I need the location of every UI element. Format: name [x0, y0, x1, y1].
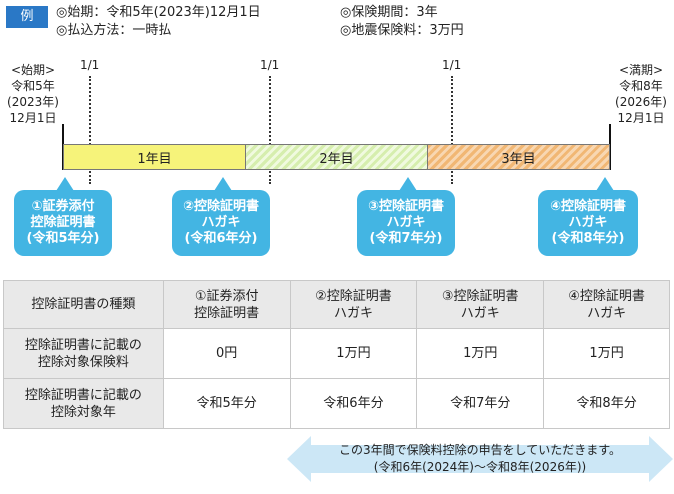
header-line: 控除証明書 [194, 305, 260, 321]
header-line: ②控除証明書 [315, 288, 392, 304]
table-cell: 1万円 [416, 328, 545, 379]
header-line: ④控除証明書 [568, 288, 645, 304]
year-2-label: 2年目 [319, 151, 354, 167]
bubble-line: (令和7年分) [369, 231, 443, 246]
bubble-pointer [56, 177, 74, 191]
bubble-line: 控除証明書 [30, 215, 96, 230]
end-label-line: 令和8年 [619, 79, 663, 93]
certificate-bubble-1: ①証券添付 控除証明書 (令和5年分) [14, 177, 112, 256]
certificate-table: 控除証明書の種類 ①証券添付控除証明書 ②控除証明書ハガキ ③控除証明書ハガキ … [3, 280, 670, 429]
bubble-pointer [214, 177, 232, 191]
table-cell: 令和8年分 [543, 378, 670, 429]
bubble-pointer [596, 177, 614, 191]
bubble-line: ④控除証明書 [549, 199, 626, 214]
policy-end-label: <満期> 令和8年 (2026年) 12月1日 [612, 62, 670, 126]
header-line: ①証券添付 [194, 288, 259, 304]
policy-start-label: <始期> 令和5年 (2023年) 12月1日 [4, 62, 62, 126]
certificate-bubble-2: ②控除証明書 ハガキ (令和6年分) [172, 177, 270, 256]
certificate-bubble-4: ④控除証明書 ハガキ (令和8年分) [538, 177, 638, 256]
bubble-line: ①証券添付 [31, 199, 95, 214]
year-1-bar: 1年目 [63, 144, 246, 170]
bubble-line: ハガキ [201, 215, 241, 230]
year-1-label: 1年目 [137, 151, 172, 167]
end-label-line: (2026年) [615, 95, 667, 109]
header-cell: ④控除証明書ハガキ [543, 280, 670, 329]
header-line: ハガキ [460, 305, 500, 321]
row-label-line: 控除対象年 [50, 404, 116, 420]
header-line: ③控除証明書 [441, 288, 519, 304]
table-header-row: 控除証明書の種類 ①証券添付控除証明書 ②控除証明書ハガキ ③控除証明書ハガキ … [3, 280, 670, 329]
bubble-line: (令和6年分) [184, 231, 258, 246]
header-line: ハガキ [587, 305, 627, 321]
table-cell: 令和6年分 [289, 378, 418, 429]
info-period: ◎保険期間：3年 [340, 5, 438, 20]
info-start: ◎始期：令和5年(2023年)12月1日 [56, 5, 261, 20]
year-3-bar: 3年目 [427, 144, 610, 170]
info-premium: ◎地震保険料：3万円 [340, 23, 464, 38]
start-label-line: 令和5年 [11, 79, 55, 93]
table-cell: 1万円 [543, 328, 670, 379]
bubble-line: (令和5年分) [26, 231, 100, 246]
start-label-line: (2023年) [7, 95, 59, 109]
year-2-bar: 2年目 [245, 144, 428, 170]
row-label-cell: 控除証明書に記載の控除対象保険料 [3, 328, 164, 379]
header-line: ハガキ [333, 305, 373, 321]
table-row: 控除証明書に記載の控除対象保険料 0円 1万円 1万円 1万円 [3, 328, 670, 379]
double-arrow-icon [287, 436, 673, 482]
bubble-line: ハガキ [386, 215, 426, 230]
declaration-period-arrow: この3年間で保険料控除の申告をしていただきます。 (令和6年(2024年)～令和… [287, 436, 673, 482]
row-label-cell: 控除証明書に記載の控除対象年 [3, 378, 164, 429]
bubble-line: (令和8年分) [551, 231, 625, 246]
header-label-cell: 控除証明書の種類 [3, 280, 164, 329]
table-row: 控除証明書に記載の控除対象年 令和5年分 令和6年分 令和7年分 令和8年分 [3, 378, 670, 429]
row-label-line: 控除対象保険料 [37, 354, 129, 370]
end-label-line: <満期> [618, 63, 664, 77]
jan1-label: 1/1 [80, 58, 100, 72]
header-cell: ②控除証明書ハガキ [289, 280, 418, 329]
header-cell: ③控除証明書ハガキ [416, 280, 545, 329]
jan1-label: 1/1 [260, 58, 280, 72]
info-payment: ◎払込方法：一時払 [56, 23, 172, 38]
start-label-line: 12月1日 [9, 111, 57, 125]
table-cell: 令和5年分 [162, 378, 291, 429]
note-line-1: この3年間で保険料控除の申告をしていただきます。 [338, 443, 622, 457]
bubble-line: ③控除証明書 [367, 199, 444, 214]
year-3-label: 3年目 [501, 151, 536, 167]
end-label-line: 12月1日 [617, 111, 665, 125]
jan1-label: 1/1 [442, 58, 462, 72]
table-cell: 1万円 [289, 328, 418, 379]
example-tag: 例 [6, 6, 48, 28]
bubble-pointer [399, 177, 417, 191]
table-cell: 令和7年分 [416, 378, 545, 429]
bubble-line: ②控除証明書 [182, 199, 259, 214]
table-cell: 0円 [162, 328, 291, 379]
start-label-line: <始期> [10, 63, 56, 77]
note-line-2: (令和6年(2024年)～令和8年(2026年)) [373, 460, 587, 474]
end-line [609, 124, 611, 170]
jan1-marker-line [451, 76, 453, 184]
row-label-line: 控除証明書に記載の [24, 337, 142, 353]
jan1-marker-line [269, 76, 271, 184]
header-cell: ①証券添付控除証明書 [162, 280, 291, 329]
note-text: この3年間で保険料控除の申告をしていただきます。 (令和6年(2024年)～令和… [287, 436, 673, 482]
jan1-marker-line [89, 76, 91, 184]
row-label-line: 控除証明書に記載の [24, 387, 142, 403]
certificate-bubble-3: ③控除証明書 ハガキ (令和7年分) [357, 177, 455, 256]
bubble-line: ハガキ [568, 215, 608, 230]
